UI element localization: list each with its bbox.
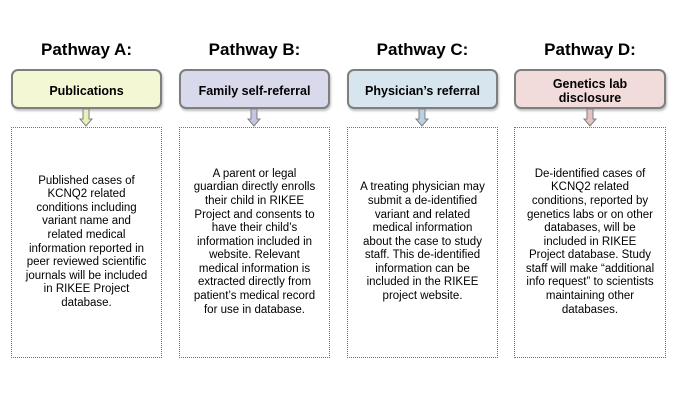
pathway-b-column: Pathway B: Family self-referral A parent… bbox=[179, 0, 330, 405]
pathway-d-header-label: Genetics lab disclosure bbox=[552, 77, 628, 105]
pathway-c-title: Pathway C: bbox=[376, 40, 469, 59]
pathway-d-description: De-identified cases of KCNQ2 related con… bbox=[525, 167, 655, 316]
pathway-a-description-box: Published cases of KCNQ2 related conditi… bbox=[11, 127, 162, 358]
pathway-b-description: A parent or legal guardian directly enro… bbox=[193, 167, 316, 316]
pathway-a-column: Pathway A: Publications Published cases … bbox=[11, 0, 162, 405]
pathway-a-arrow-down-icon bbox=[79, 109, 93, 127]
pathway-c-column: Pathway C: Physician’s referral A treati… bbox=[347, 0, 498, 405]
pathway-d-header: Genetics lab disclosure bbox=[514, 69, 666, 109]
pathway-d-arrow-down-icon bbox=[583, 109, 597, 127]
pathway-b-arrow-down-icon bbox=[247, 109, 261, 127]
pathway-b-title: Pathway B: bbox=[208, 40, 301, 59]
pathway-c-arrow-down-icon bbox=[415, 109, 429, 127]
pathway-b-description-box: A parent or legal guardian directly enro… bbox=[179, 127, 330, 358]
pathway-b-header-label: Family self-referral bbox=[198, 84, 311, 98]
pathway-d-column: Pathway D: Genetics lab disclosure De-id… bbox=[514, 0, 666, 405]
pathway-d-description-box: De-identified cases of KCNQ2 related con… bbox=[514, 127, 666, 358]
pathway-a-header: Publications bbox=[11, 69, 162, 109]
pathway-b-header: Family self-referral bbox=[179, 69, 330, 109]
pathway-d-title: Pathway D: bbox=[544, 40, 636, 59]
pathway-c-header-label: Physician’s referral bbox=[365, 84, 480, 98]
pathway-c-description: A treating physician may submit a de-ide… bbox=[360, 181, 485, 303]
pathway-a-description: Published cases of KCNQ2 related conditi… bbox=[25, 174, 148, 309]
pathway-a-title: Pathway A: bbox=[40, 40, 132, 59]
pathway-a-header-label: Publications bbox=[49, 84, 124, 98]
pathway-c-header: Physician’s referral bbox=[347, 69, 498, 109]
pathway-c-description-box: A treating physician may submit a de-ide… bbox=[347, 127, 498, 358]
